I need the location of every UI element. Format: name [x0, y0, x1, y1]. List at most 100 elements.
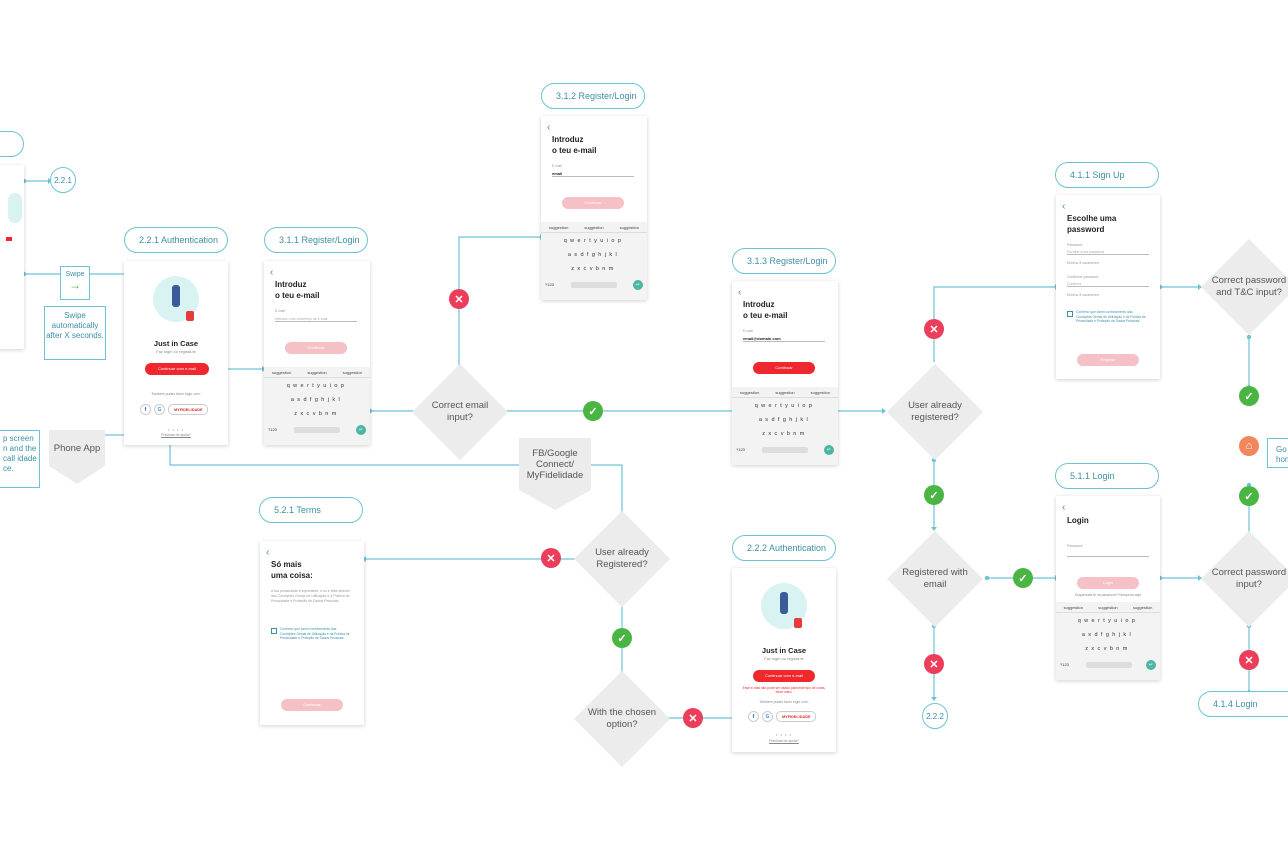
suggestion[interactable]: suggestion [271, 369, 292, 375]
enter-key-icon[interactable]: ↵ [633, 280, 643, 290]
facebook-icon[interactable]: f [748, 711, 759, 722]
help-link[interactable]: Precisas de ajuda? [769, 739, 799, 743]
decision-text: User already registered? [908, 400, 962, 423]
pent-tip [49, 466, 105, 484]
suggestion[interactable]: suggestion [1132, 604, 1153, 610]
heading-line-1: Introduz [743, 300, 775, 309]
key-row-1[interactable]: qwertyuiop [754, 403, 816, 409]
continue-button[interactable]: Continuar [753, 362, 815, 374]
back-arrow-icon[interactable]: ‹ [547, 122, 551, 133]
screen-521-terms: ‹ Só mais uma coisa: A tua privacidade é… [260, 541, 364, 725]
email-continue-button[interactable]: Continuar com e-mail [753, 670, 815, 682]
back-arrow-icon[interactable]: ‹ [1062, 201, 1066, 212]
pager-dots: • • • • [168, 427, 184, 432]
email-field[interactable]: Introduz o teu endereço de e-mail [275, 317, 357, 322]
key-row-1[interactable]: qwertyuiop [563, 238, 625, 244]
num-key[interactable]: ?123 [1060, 662, 1069, 667]
key-row-1[interactable]: qwertyuiop [1077, 618, 1139, 624]
suggestion[interactable]: suggestion [739, 389, 760, 395]
key-row-2[interactable]: asdfghjkl [758, 417, 812, 423]
suggestion[interactable]: suggestion [810, 389, 830, 395]
close-icon: ✕ [924, 654, 944, 674]
password-field[interactable]: Escolhe a tua password [1067, 250, 1149, 255]
login-button[interactable]: Login [1077, 577, 1139, 589]
suggestion[interactable]: suggestion [1098, 604, 1118, 610]
suggestion[interactable]: suggestion [584, 224, 604, 230]
check-icon: ✓ [1239, 386, 1259, 406]
myfidelidade-button[interactable]: MYFIDELIDADE [168, 404, 209, 415]
decision-text: Correct password and T&C input? [1211, 275, 1287, 298]
space-key[interactable] [762, 447, 808, 453]
terminal-fb-google: FB/Google Connect/ MyFidelidade [519, 438, 591, 510]
num-key[interactable]: ?123 [268, 427, 277, 432]
arrow-right-icon: → [69, 278, 81, 292]
help-link[interactable]: Precisas de ajuda? [161, 433, 191, 437]
auth-title: Just in Case [761, 646, 807, 655]
myfidelidade-button[interactable]: MYFIDELIDADE [776, 711, 817, 722]
note-partial: p screen n and the call idade ce. [0, 430, 40, 488]
back-arrow-icon[interactable]: ‹ [738, 287, 742, 298]
enter-key-icon[interactable]: ↵ [824, 445, 834, 455]
email-continue-button[interactable]: Continuar com e-mail [145, 363, 209, 375]
email-label: E-mail [552, 164, 562, 168]
email-label: E-mail [275, 309, 285, 313]
password-field[interactable] [1067, 551, 1149, 557]
ref-222[interactable]: 2.2.2 [922, 703, 948, 729]
key-row-3[interactable]: zxcvbnm [571, 266, 617, 272]
suggestion[interactable]: suggestion [1063, 604, 1083, 610]
continue-button[interactable]: Continuar [562, 197, 624, 209]
terms-checkbox[interactable] [271, 628, 277, 634]
key-row-3[interactable]: zxcvbnm [1085, 646, 1131, 652]
decision-registered-with-email: Registered with email [885, 529, 985, 629]
suggestion[interactable]: suggestion [775, 389, 795, 395]
continue-button[interactable]: Continuar [285, 342, 347, 354]
social-buttons: f G MYFIDELIDADE [748, 711, 817, 722]
google-icon[interactable]: G [154, 404, 165, 415]
ref-221[interactable]: 2.2.1 [50, 167, 76, 193]
key-row-2[interactable]: asdfghjkl [290, 397, 344, 403]
auth-error: Esse e-mail não pode ser usado para este… [742, 686, 826, 694]
google-icon[interactable]: G [762, 711, 773, 722]
suggestion[interactable]: suggestion [307, 369, 327, 375]
space-key[interactable] [571, 282, 617, 288]
heading-line-2: o teu e-mail [275, 291, 320, 300]
suggestion[interactable]: suggestion [548, 224, 569, 230]
terms-checkbox[interactable] [1067, 311, 1073, 317]
email-field[interactable]: email [552, 171, 634, 177]
screen-311-email: ‹ Introduz o teu e-mail E-mail Introduz … [264, 261, 370, 445]
back-arrow-icon[interactable]: ‹ [266, 547, 270, 558]
num-key[interactable]: ?123 [545, 282, 554, 287]
suggestion[interactable]: suggestion [619, 224, 639, 230]
space-key[interactable] [1086, 662, 1132, 668]
suggestion[interactable]: suggestion [342, 369, 362, 375]
register-button[interactable]: Registar [1077, 354, 1139, 366]
num-key[interactable]: ?123 [736, 447, 745, 452]
close-icon: ✕ [1239, 650, 1259, 670]
continue-button[interactable]: Continuar [281, 699, 343, 711]
key-row-3[interactable]: zxcvbnm [294, 411, 340, 417]
back-arrow-icon[interactable]: ‹ [270, 267, 274, 278]
login-heading: Login [1067, 516, 1089, 525]
key-row-2[interactable]: asdfghjkl [1081, 632, 1135, 638]
key-row-2[interactable]: asdfghjkl [567, 252, 621, 258]
screen-222-auth: Just in Case Faz login ou regista-te Con… [732, 568, 836, 752]
close-icon: ✕ [924, 319, 944, 339]
facebook-icon[interactable]: f [140, 404, 151, 415]
screen-313-email: ‹ Introduz o teu e-mail E-mail email@dom… [732, 281, 838, 465]
suggestion-bar: suggestion suggestion suggestion [541, 222, 647, 233]
home-icon[interactable]: ⌂ [1239, 436, 1259, 456]
check-icon: ✓ [583, 401, 603, 421]
key-row-1[interactable]: qwertyuiop [286, 383, 348, 389]
suggestion-bar: suggestion suggestion suggestion [264, 367, 370, 378]
email-field[interactable]: email@domain.com [743, 336, 825, 342]
space-key[interactable] [294, 427, 340, 433]
enter-key-icon[interactable]: ↵ [356, 425, 366, 435]
keyboard: suggestion suggestion suggestion qwertyuio… [264, 367, 370, 445]
back-arrow-icon[interactable]: ‹ [1062, 502, 1066, 513]
confirm-password-field[interactable]: Confirma [1067, 282, 1149, 287]
key-row-3[interactable]: zxcvbnm [762, 431, 808, 437]
enter-key-icon[interactable]: ↵ [1146, 660, 1156, 670]
social-buttons: f G MYFIDELIDADE [140, 404, 209, 415]
forgot-password-link[interactable]: Esqueceste-te da password? Recuperar aqu… [1075, 593, 1141, 597]
